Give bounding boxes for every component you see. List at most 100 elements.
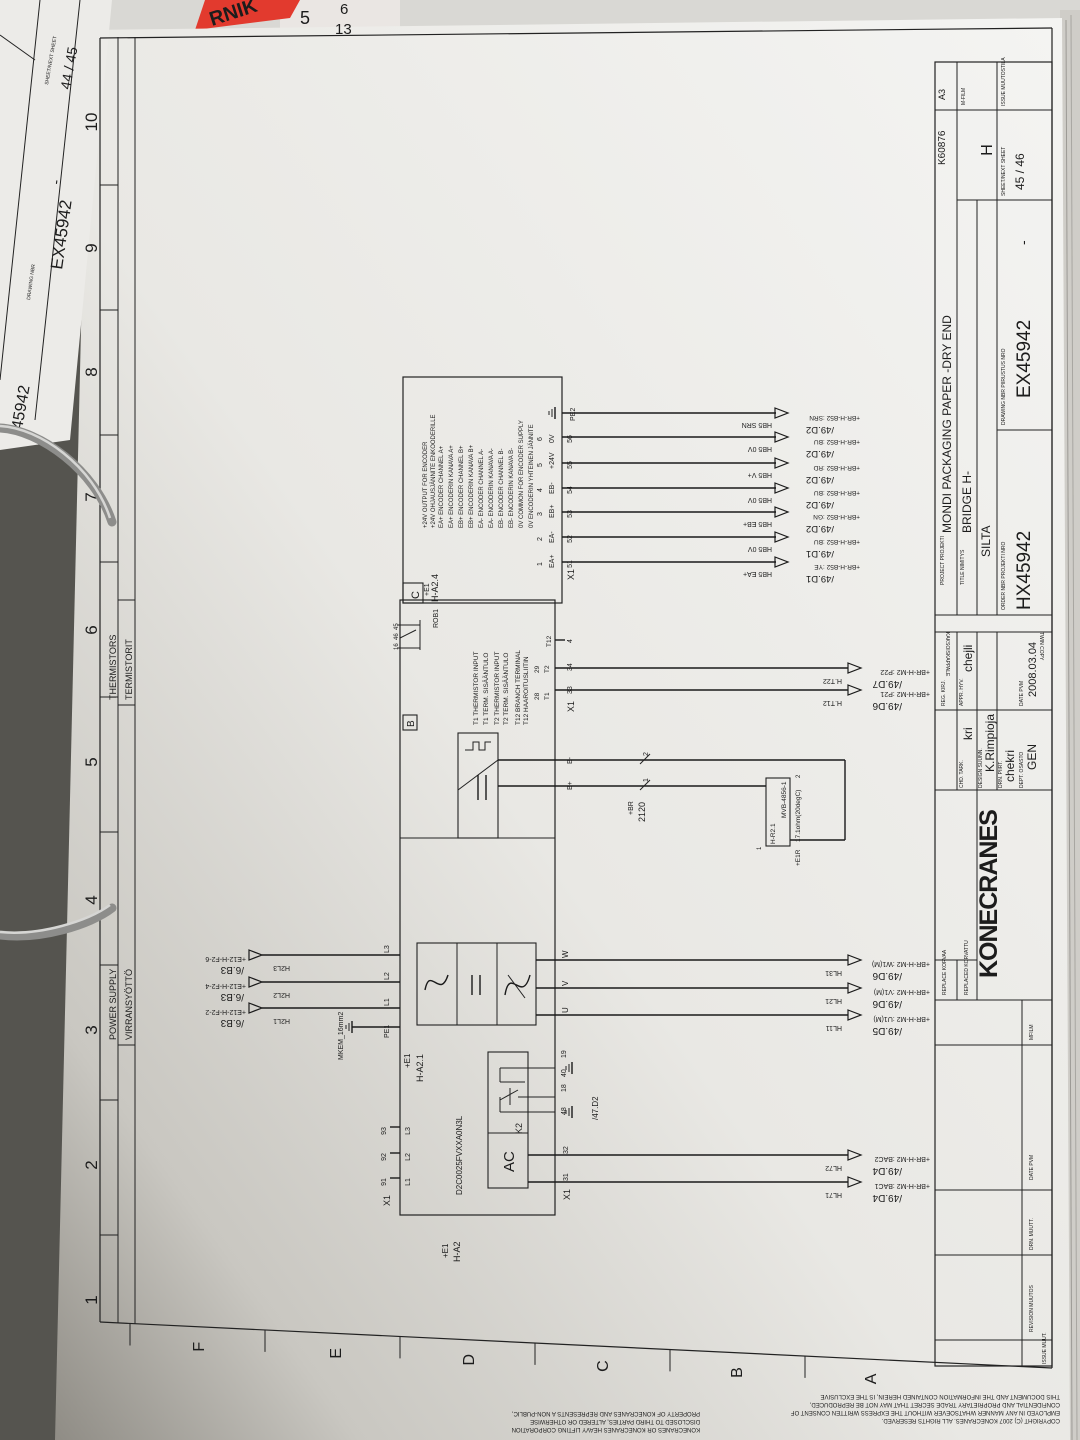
encoder-pin-number: 2 xyxy=(537,537,544,541)
line-phase-label: L2 xyxy=(384,972,391,980)
input-phase-label: L2 xyxy=(405,1153,412,1161)
encoder-description-line: EA+ ENCODERIN KANAVA A+ xyxy=(449,445,455,528)
thermistor-wire-label: H.T12 xyxy=(823,699,842,706)
supply-target-label: +E12-H-F2-6 xyxy=(205,955,246,962)
title-block-date-label-text: DATE PVM xyxy=(1019,681,1025,706)
encoder-terminal-number: 53 xyxy=(567,510,574,518)
schematic-inverter-relay-text: K2 xyxy=(514,1123,524,1134)
copyright-line: COPYRIGHT (C) 2007 KONECRANES. ALL RIGHT… xyxy=(881,1417,1060,1423)
thermistor-wire-label: H.T22 xyxy=(823,677,842,684)
relay-terminal-number: 48 xyxy=(561,1107,568,1115)
brake-ref-label: /49.D4 xyxy=(872,1165,902,1176)
schematic-option-b-term-nums-0-text: 28 xyxy=(534,692,541,700)
encoder-signal-label: EB- xyxy=(549,482,556,494)
encoder-description-line: EA+ ENCODER CHANNEL A+ xyxy=(439,445,445,528)
page-stack-edge xyxy=(1060,10,1080,1440)
column-number: 7 xyxy=(82,492,101,501)
border-bottom xyxy=(99,1321,1053,1369)
rob1-terminal: 16 xyxy=(394,643,400,650)
encoder-description-line: +24V OHJAUSJÄNNITE ENKOODERILLE xyxy=(430,414,437,528)
encoder-box xyxy=(402,376,563,604)
encoder-description-line: EB+ ENCODERIN KANAVA B+ xyxy=(469,444,475,528)
supply-ref-label: /6.B3 xyxy=(220,1017,244,1028)
previous-sheet-drawing-label: DRAWING NBR xyxy=(26,263,37,300)
schematic-inverter-pe-text: PE1 xyxy=(384,1025,391,1038)
schematic-option-b-term-names-1-text: T2 xyxy=(544,665,551,673)
schematic-encoder-label-text: C xyxy=(410,591,422,599)
schematic-encoder-id-text: H-A2.4 xyxy=(430,574,440,602)
encoder-description-line: EB+ ENCODER CHANNEL B+ xyxy=(459,445,465,528)
encoder-pin-number: 6 xyxy=(537,437,544,441)
title-block-drawing-label-text: DRAWING NBR PIIRUSTUS NRO xyxy=(1001,348,1007,425)
encoder-description-line: EB- ENCODER CHANNEL B- xyxy=(499,449,505,528)
header-power-supply-fi: VIRRANSYÖTTÖ xyxy=(124,969,134,1040)
encoder-target-label: +BR-H-B52 :GN xyxy=(813,513,860,520)
relay-k2-box xyxy=(487,1051,529,1189)
encoder-description-line: 0V COMMON FOR ENCODER SUPPLY xyxy=(519,420,525,528)
encoder-ref-label: /49.D2 xyxy=(806,523,834,534)
column-number: 4 xyxy=(82,895,101,904)
schematic-encoder-ref-text: +E1 xyxy=(424,583,431,596)
line-phase-label: L3 xyxy=(384,945,391,953)
schematic-brake-resistor-cable-ref-text: +BR xyxy=(628,801,635,815)
zone-letter: F xyxy=(191,1342,208,1352)
relay-terminal-number: 18 xyxy=(561,1084,568,1092)
ground-icon xyxy=(565,1062,573,1074)
thermistor-description-line: T1 TERM. SISÄÄNTULO xyxy=(482,653,490,725)
line-phase-label: L1 xyxy=(384,998,391,1006)
relay-terminal-number: 19 xyxy=(561,1050,568,1058)
line xyxy=(499,1089,519,1101)
encoder-pin-number: 5 xyxy=(537,463,544,467)
zone-letter: E xyxy=(328,1348,345,1359)
encoder-ref-label: /49.D2 xyxy=(806,424,834,435)
encoder-wire-label: HB5 EB+ xyxy=(743,520,772,527)
title-block xyxy=(934,61,1053,1367)
header-thermistors: THERMISTORS xyxy=(108,635,118,700)
schematic-inverter-relay-supply-text: AC xyxy=(501,1151,518,1172)
thermistor-description-line: T12 HAAROITUSLIITIN xyxy=(523,656,530,725)
schematic-option-b-brake-terms-0-text: B+ xyxy=(567,781,574,790)
encoder-target-label: +BR-H-B52 :BU xyxy=(814,489,860,496)
schematic-option-b-relay-text: ROB1 xyxy=(433,609,440,628)
thermistor-description-line: T2 TERM. SISÄÄNTULO xyxy=(502,653,510,725)
encoder-description-line: +24V OUTPUT FOR ENCODER xyxy=(423,441,429,528)
input-phase-label: L1 xyxy=(405,1178,412,1186)
schematic-inverter-outer-ref-text: +E1 xyxy=(441,1243,450,1258)
column-number: 5 xyxy=(82,757,101,766)
column-number: 1 xyxy=(82,1295,101,1304)
previous-sheet xyxy=(0,0,112,450)
resistor-symbol-icon xyxy=(465,741,491,751)
inverter-sine-icon xyxy=(504,974,531,996)
encoder-wire-label: HB5 EA+ xyxy=(743,570,772,577)
output-phase-label: V xyxy=(561,980,570,986)
ground-icon xyxy=(345,1021,353,1033)
encoder-arrow-icon xyxy=(774,457,790,469)
motor-target-label: +BR-H-M2 :U1(M) xyxy=(873,1015,930,1022)
encoder-ref-label: /49.D1 xyxy=(806,548,834,559)
copyright-line: EMPLOYED IN ANY MANNER WHATSOEVER WITHOU… xyxy=(791,1409,1060,1415)
rob1-terminal: 45 xyxy=(394,623,400,630)
encoder-target-label: +BR-H-B52 :SRN xyxy=(809,414,860,421)
calendar-number: 13 xyxy=(335,21,352,38)
schematic-inverter-relay-ref-text: /47.D2 xyxy=(591,1096,600,1120)
title-block-code-text: K60876 xyxy=(937,130,948,165)
encoder-ref-label: /49.D2 xyxy=(806,474,834,485)
thermistor-description-line: T1 THERMISTOR INPUT xyxy=(473,652,480,725)
input-phase-label: L3 xyxy=(405,1127,412,1135)
schematic-inverter-model-text: D2C0025FVXXA0N3L xyxy=(455,1115,464,1195)
zone-letter: B xyxy=(729,1367,746,1378)
schematic-inverter-cable-text: MKEM_16mm2 xyxy=(338,1012,345,1060)
title-block-project-text: MONDI PACKAGING PAPER -DRY END xyxy=(940,315,954,533)
title-block-rev-drn-text: DRN. MUUTT. xyxy=(1029,1218,1035,1250)
encoder-pin-number: 3 xyxy=(537,512,544,516)
encoder-pin-number: 1 xyxy=(537,562,544,566)
input-terminal-number: 91 xyxy=(381,1178,388,1186)
inverter-symbol-block xyxy=(416,942,537,1026)
motor-wire-label: HL31 xyxy=(825,969,842,976)
title-block-sheet-label-text: SHEET/NEXT SHEET xyxy=(1001,147,1007,196)
copyright-line: KONECRANES OR KONECRANES HEAVY LIFTING C… xyxy=(512,1426,700,1432)
motor-wire-label: HL11 xyxy=(826,1024,842,1031)
title-block-drawing-nbr-text: EX45942 xyxy=(1014,320,1035,398)
schematic-option-b-x1-terms-2-text: 4 xyxy=(567,639,574,643)
